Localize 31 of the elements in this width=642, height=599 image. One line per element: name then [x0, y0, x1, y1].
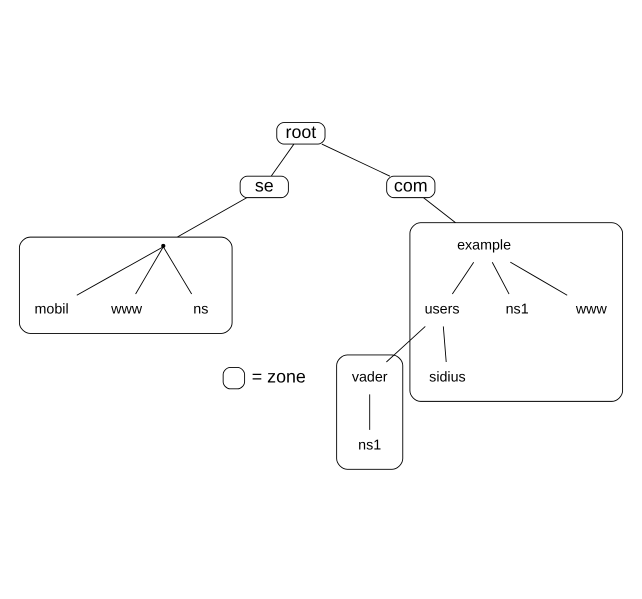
- legend-label: = zone: [252, 366, 306, 387]
- node-text: users: [424, 302, 460, 318]
- connector: [176, 197, 248, 238]
- connector: [452, 262, 474, 294]
- connector: [442, 326, 447, 362]
- cluster: [409, 222, 624, 402]
- node-text: vader: [352, 370, 388, 386]
- node-text: ns: [193, 302, 208, 318]
- connector: [135, 247, 164, 294]
- connector: [76, 247, 162, 296]
- connector: [163, 247, 192, 294]
- node-text: ns1: [506, 302, 529, 318]
- connector: [369, 394, 370, 430]
- node-text: ns1: [358, 437, 382, 454]
- node-point: [161, 244, 166, 248]
- node-text: sidius: [429, 370, 466, 386]
- cluster: [336, 354, 404, 470]
- connector: [492, 262, 510, 294]
- node-box: com: [386, 176, 436, 198]
- cluster: [18, 236, 233, 334]
- connector: [510, 262, 568, 296]
- node-box: se: [240, 176, 289, 198]
- node-text: example: [457, 237, 512, 254]
- node-text: mobil: [34, 302, 69, 318]
- connector: [423, 197, 456, 224]
- node-text: www: [111, 302, 142, 318]
- connector: [386, 326, 426, 362]
- node-text: www: [576, 302, 607, 318]
- connector: [270, 144, 294, 176]
- connector: [321, 144, 390, 177]
- node-box: root: [276, 122, 326, 144]
